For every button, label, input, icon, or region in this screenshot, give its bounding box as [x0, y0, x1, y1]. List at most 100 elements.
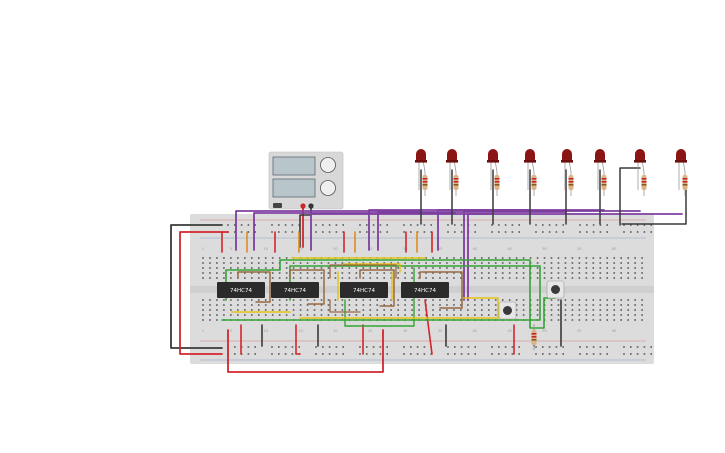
breadboard-hole[interactable] [599, 299, 602, 301]
breadboard-hole[interactable] [501, 272, 504, 274]
breadboard-hole[interactable] [432, 304, 434, 306]
breadboard-hole[interactable] [515, 304, 518, 306]
breadboard-hole[interactable] [418, 309, 420, 311]
rail-hole[interactable] [423, 224, 426, 226]
wire-brown[interactable] [237, 271, 271, 303]
breadboard-hole[interactable] [550, 267, 553, 269]
wire-green[interactable] [225, 259, 556, 329]
wire-purple[interactable] [253, 212, 456, 251]
breadboard-hole[interactable] [327, 267, 330, 269]
breadboard-hole[interactable] [474, 262, 476, 264]
breadboard-hole[interactable] [641, 304, 643, 306]
rail-hole[interactable] [606, 346, 608, 348]
rail-hole[interactable] [254, 353, 256, 355]
breadboard-hole[interactable] [627, 262, 629, 264]
breadboard-hole[interactable] [536, 277, 539, 279]
breadboard-hole[interactable] [592, 299, 595, 301]
breadboard-hole[interactable] [446, 262, 448, 264]
rail-hole[interactable] [271, 231, 273, 233]
breadboard-hole[interactable] [397, 277, 399, 279]
rail-hole[interactable] [460, 353, 463, 355]
breadboard-hole[interactable] [397, 309, 399, 311]
breadboard-hole[interactable] [202, 309, 204, 311]
breadboard-hole[interactable] [481, 299, 483, 301]
breadboard-hole[interactable] [627, 319, 629, 321]
breadboard-hole[interactable] [334, 267, 337, 269]
wire-brown[interactable] [419, 271, 463, 309]
breadboard-hole[interactable] [522, 257, 525, 259]
breadboard-hole[interactable] [257, 299, 260, 301]
led-3[interactable] [487, 149, 500, 196]
breadboard-hole[interactable] [481, 277, 483, 279]
breadboard-hole[interactable] [481, 309, 483, 311]
breadboard-hole[interactable] [209, 299, 211, 301]
breadboard-hole[interactable] [592, 272, 595, 274]
breadboard-hole[interactable] [585, 304, 588, 306]
rail-hole[interactable] [548, 346, 551, 348]
rail-hole[interactable] [271, 353, 273, 355]
breadboard-hole[interactable] [355, 267, 358, 269]
rail-hole[interactable] [240, 224, 243, 226]
breadboard-hole[interactable] [355, 314, 358, 316]
rail-hole[interactable] [599, 231, 602, 233]
breadboard-hole[interactable] [606, 299, 609, 301]
breadboard-hole[interactable] [550, 277, 553, 279]
breadboard-hole[interactable] [257, 257, 260, 259]
breadboard-hole[interactable] [299, 309, 302, 311]
breadboard-hole[interactable] [453, 277, 455, 279]
breadboard-hole[interactable] [460, 262, 462, 264]
breadboard-hole[interactable] [515, 262, 518, 264]
breadboard-hole[interactable] [334, 272, 337, 274]
breadboard-hole[interactable] [202, 304, 204, 306]
breadboard-hole[interactable] [585, 277, 588, 279]
breadboard-hole[interactable] [285, 267, 288, 269]
breadboard-hole[interactable] [474, 257, 476, 259]
breadboard-hole[interactable] [634, 309, 636, 311]
rail-hole[interactable] [322, 224, 324, 226]
breadboard-hole[interactable] [606, 257, 609, 259]
breadboard-hole[interactable] [320, 277, 323, 279]
rail-hole[interactable] [379, 346, 382, 348]
breadboard-hole[interactable] [550, 299, 553, 301]
rail-hole[interactable] [234, 346, 236, 348]
breadboard-hole[interactable] [348, 262, 351, 264]
breadboard-hole[interactable] [376, 304, 379, 306]
breadboard-hole[interactable] [487, 309, 490, 311]
breadboard-hole[interactable] [453, 257, 455, 259]
breadboard-hole[interactable] [376, 277, 379, 279]
breadboard-hole[interactable] [592, 314, 595, 316]
breadboard-hole[interactable] [501, 277, 504, 279]
breadboard-hole[interactable] [578, 277, 581, 279]
breadboard-hole[interactable] [334, 304, 337, 306]
breadboard-hole[interactable] [620, 304, 622, 306]
rail-hole[interactable] [254, 224, 256, 226]
breadboard-hole[interactable] [474, 277, 476, 279]
rail-hole[interactable] [247, 231, 250, 233]
pushbutton-2[interactable] [546, 280, 565, 299]
breadboard-hole[interactable] [439, 299, 441, 301]
breadboard-hole[interactable] [397, 262, 399, 264]
breadboard-hole[interactable] [446, 277, 448, 279]
rail-hole[interactable] [423, 231, 426, 233]
breadboard-hole[interactable] [355, 277, 358, 279]
breadboard-hole[interactable] [418, 267, 420, 269]
breadboard-hole[interactable] [216, 299, 218, 301]
rail-hole[interactable] [315, 224, 317, 226]
breadboard-hole[interactable] [292, 277, 295, 279]
breadboard-hole[interactable] [320, 299, 323, 301]
breadboard-hole[interactable] [341, 304, 344, 306]
breadboard-hole[interactable] [453, 272, 455, 274]
breadboard-hole[interactable] [230, 272, 232, 274]
wire-brown[interactable] [329, 264, 397, 279]
rail-hole[interactable] [636, 231, 639, 233]
breadboard-hole[interactable] [313, 299, 316, 301]
breadboard-hole[interactable] [411, 262, 413, 264]
breadboard-hole[interactable] [571, 267, 574, 269]
breadboard-hole[interactable] [334, 262, 337, 264]
breadboard-hole[interactable] [620, 299, 622, 301]
breadboard-hole[interactable] [237, 314, 239, 316]
breadboard-hole[interactable] [285, 272, 288, 274]
breadboard-hole[interactable] [404, 267, 406, 269]
breadboard-hole[interactable] [369, 299, 372, 301]
breadboard-hole[interactable] [432, 262, 434, 264]
